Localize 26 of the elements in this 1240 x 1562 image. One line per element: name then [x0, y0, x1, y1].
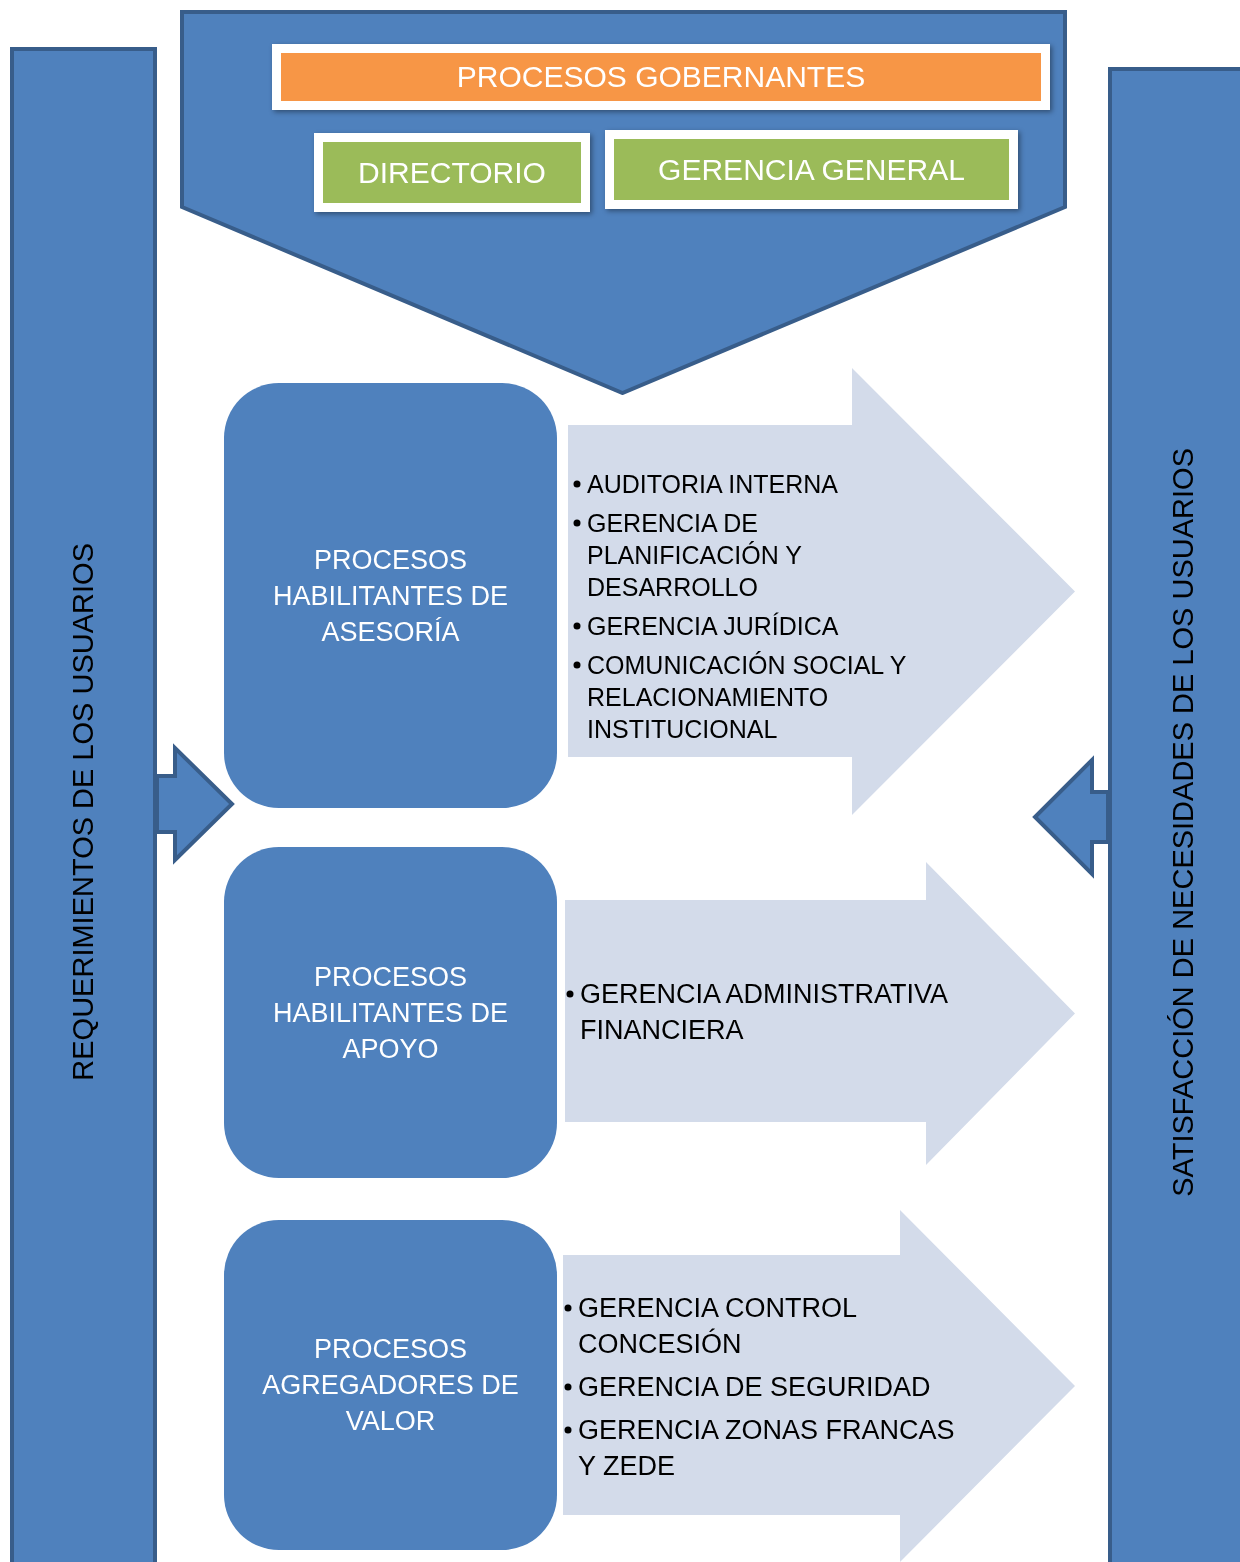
- header-box: [314, 133, 590, 212]
- header-label: PROCESOS GOBERNANTES: [456, 60, 866, 94]
- list-item-text: GERENCIA ADMINISTRATIVA FINANCIERA: [580, 979, 947, 1045]
- process-box: [224, 847, 557, 1178]
- vertical-label: SATISFACCIÓN DE NECESIDADES DE LOS USUARIOS: [1166, 447, 1200, 1197]
- header-box: [272, 44, 1050, 110]
- header-label: GERENCIA GENERAL: [658, 152, 965, 187]
- header-box: [605, 130, 1018, 209]
- side-band: [10, 47, 157, 1562]
- list-item-text: GERENCIA JURÍDICA: [587, 612, 839, 640]
- list-item-text: GERENCIA DE SEGURIDAD: [578, 1372, 931, 1402]
- vertical-label: REQUERIMIENTOS DE LOS USUARIOS: [67, 543, 100, 1081]
- list-item-text: GERENCIA DE PLANIFICACIÓN Y DESARROLLO: [587, 509, 802, 601]
- list-item-text: COMUNICACIÓN SOCIAL Y RELACIONAMIENTO INSTITUCIONAL: [587, 651, 907, 743]
- block-arrow: [1032, 755, 1110, 879]
- process-label: PROCESOS AGREGADORES DE VALOR: [261, 1333, 520, 1438]
- process-label: PROCESOS HABILITANTES DE APOYO: [271, 960, 510, 1066]
- process-box: [224, 1220, 557, 1550]
- header-label: DIRECTORIO: [358, 155, 546, 190]
- side-band: [1108, 67, 1240, 1562]
- process-label: PROCESOS HABILITANTES DE ASESORÍA: [271, 543, 510, 649]
- block-arrow: [155, 743, 235, 865]
- list-item-text: AUDITORIA INTERNA: [587, 470, 838, 498]
- process-box: [224, 383, 557, 808]
- list-item-text: GERENCIA ZONAS FRANCAS Y ZEDE: [578, 1415, 955, 1481]
- list-item-text: GERENCIA CONTROL CONCESIÓN: [578, 1293, 857, 1359]
